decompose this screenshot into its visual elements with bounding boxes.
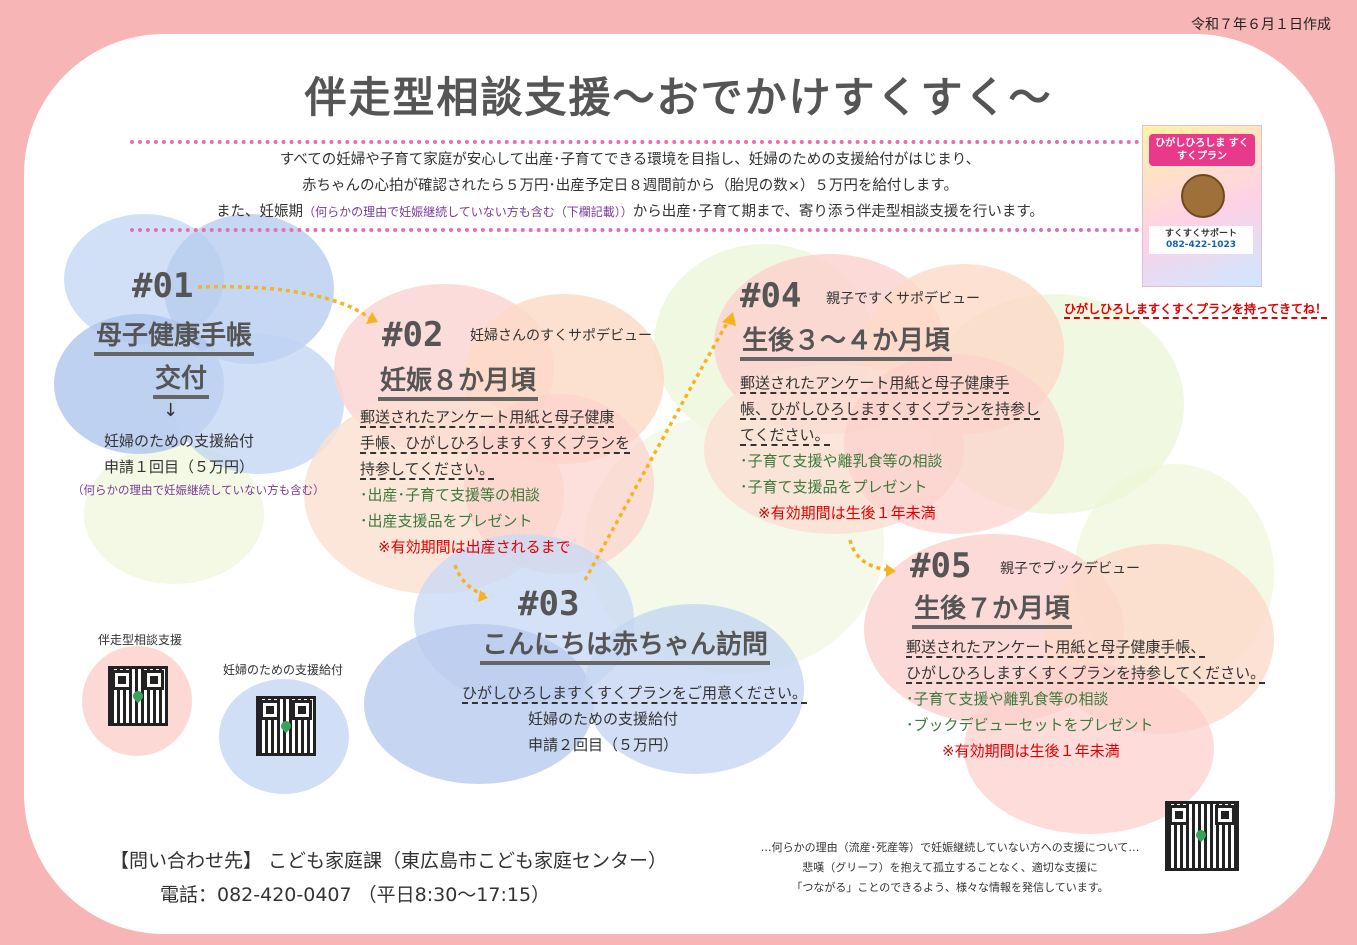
step3-body-1: ひがしひろしますくすくプランをご用意ください。 xyxy=(462,684,808,704)
step2-body-1: 郵送されたアンケート用紙と母子健康 xyxy=(360,408,615,428)
qr-code-grief[interactable] xyxy=(1165,801,1239,871)
step5-validity: ※有効期間は生後１年未満 xyxy=(942,742,1120,760)
step2-subtitle: 妊婦さんのすくサポデビュー xyxy=(470,328,652,344)
step5-body-2: ひがしひろしますくすくプランを持参してください。 xyxy=(906,664,1266,684)
heart-icon xyxy=(1193,827,1209,843)
booklet-note: ひがしひろしますくすくプランを持ってきてね！ xyxy=(1064,300,1328,319)
step3-body-1-wrap: ひがしひろしますくすくプランをご用意ください。 xyxy=(462,680,808,706)
step1-heading-2: 交付 xyxy=(153,358,210,399)
step5-heading: 生後７か月頃 xyxy=(912,588,1073,629)
contact-line-1: 【問い合わせ先】 こども家庭課（東広島市こども家庭センター） xyxy=(110,850,668,872)
qr-code-benefit[interactable] xyxy=(256,696,316,756)
step3-body-3: 申請２回目（５万円） xyxy=(528,736,679,754)
dotted-divider-bottom xyxy=(130,228,1140,232)
intro-line-3a: また、妊娠期 xyxy=(216,204,304,220)
step1-line-2: 申請１回目（５万円） xyxy=(104,458,255,476)
step2-body: 郵送されたアンケート用紙と母子健康 手帳、ひがしひろしますくすくプランを 持参し… xyxy=(360,404,631,560)
intro-line-1: すべての妊婦や子育て家庭が安心して出産･子育てできる環境を目指し、妊婦のための支… xyxy=(279,152,981,168)
step2-green-2: ･出産支援品をプレゼント xyxy=(360,512,533,530)
step3-number: #03 xyxy=(518,584,580,624)
step5-number: #05 xyxy=(910,546,972,586)
step5-green-1: ･子育て支援や離乳食等の相談 xyxy=(906,690,1109,708)
step1-heading-1: 母子健康手帳 xyxy=(94,315,255,356)
intro-text: すべての妊婦や子育て家庭が安心して出産･子育てできる環境を目指し、妊婦のための支… xyxy=(130,147,1130,225)
step4-body-1: 郵送されたアンケート用紙と母子健康手 xyxy=(740,374,1010,394)
step4-green-1: ･子育て支援や離乳食等の相談 xyxy=(740,452,943,470)
step1-line-1: 妊婦のための支援給付 xyxy=(104,432,255,450)
booklet-phone: 082-422-1023 xyxy=(1165,240,1237,250)
arrow-head xyxy=(478,590,488,602)
heart-icon xyxy=(278,718,294,734)
step3-heading: こんにちは赤ちゃん訪問 xyxy=(480,624,771,665)
step5-body: 郵送されたアンケート用紙と母子健康手帳、 ひがしひろしますくすくプランを持参して… xyxy=(906,634,1266,764)
qr-label-2: 妊婦のための支援給付 xyxy=(223,663,344,677)
step2-green-1: ･出産･子育て支援等の相談 xyxy=(360,486,541,504)
step4-green-2: ･子育て支援品をプレゼント xyxy=(740,478,928,496)
arrow-04-05 xyxy=(848,539,891,572)
step4-body: 郵送されたアンケート用紙と母子健康手 帳、ひがしひろしますくすくプランを持参し … xyxy=(740,370,1041,526)
dotted-divider-top xyxy=(130,140,1140,144)
blue-blob xyxy=(584,604,804,774)
grief-line-2: 悲嘆（グリーフ）を抱えて孤立することなく、適切な支援に xyxy=(802,861,1098,874)
step5-green-2: ･ブックデビューセットをプレゼント xyxy=(906,716,1154,734)
booklet-image: ひがしひろしま すくすくプラン すくすくサポート 082-422-1023 xyxy=(1142,125,1262,287)
step5-subtitle: 親子でブックデビュー xyxy=(1000,561,1140,577)
step4-validity: ※有効期間は生後１年未満 xyxy=(758,504,936,522)
arrow-03-04 xyxy=(583,317,732,581)
blue-blob xyxy=(364,624,594,784)
arrow-head xyxy=(366,312,378,324)
step1-down-arrow: ↓ xyxy=(163,400,179,421)
step2-validity: ※有効期間は出産されるまで xyxy=(378,538,571,556)
step1-line-3: （何らかの理由で妊娠継続していない方も含む） xyxy=(72,483,325,497)
intro-line-3c: から出産･子育て期まで、寄り添う伴走型相談支援を行います。 xyxy=(632,204,1044,220)
qr-label-1: 伴走型相談支援 xyxy=(98,633,183,647)
step1-number: #01 xyxy=(132,266,194,306)
intro-line-3: また、妊娠期（何らかの理由で妊娠継続していない方も含む（下欄記載））から出産･子… xyxy=(130,199,1130,225)
step2-number: #02 xyxy=(382,315,444,355)
booklet-title: ひがしひろしま すくすくプラン xyxy=(1149,134,1255,166)
white-panel xyxy=(24,34,1335,934)
arrow-head xyxy=(886,564,896,577)
contact-phone[interactable]: 電話：082-420-0407 （平日8:30～17:15） xyxy=(160,884,551,906)
step3-body-2: 妊婦のための支援給付 xyxy=(528,710,679,728)
qr-code-consultation[interactable] xyxy=(108,666,168,726)
step4-body-3: てください。 xyxy=(740,426,830,446)
grief-line-3: 「つながる」ことのできるよう、様々な情報を発信しています。 xyxy=(791,881,1109,894)
step4-number: #04 xyxy=(740,276,802,316)
intro-line-3b: （何らかの理由で妊娠継続していない方も含む（下欄記載）） xyxy=(303,205,633,219)
intro-line-2: 赤ちゃんの心拍が確認されたら５万円･出産予定日８週間前から（胎児の数×）５万円を… xyxy=(302,178,958,194)
pink-blob xyxy=(844,354,1064,534)
booklet-caption: すくすくサポート 082-422-1023 xyxy=(1149,226,1253,254)
booklet-caption-text: すくすくサポート xyxy=(1164,229,1237,239)
step5-body-1: 郵送されたアンケート用紙と母子健康手帳、 xyxy=(906,638,1206,658)
step2-body-3: 持参してください。 xyxy=(360,460,495,480)
grief-line-1: …何らかの理由（流産･死産等）で妊娠継続していない方への支援について… xyxy=(760,841,1140,854)
step4-subtitle: 親子ですくサポデビュー xyxy=(826,291,980,307)
creation-date: 令和７年６月１日作成 xyxy=(1191,17,1331,33)
arrow-head xyxy=(722,312,736,326)
page-title: 伴走型相談支援～おでかけすくすく～ xyxy=(304,73,1053,122)
heart-icon xyxy=(130,688,146,704)
step4-heading: 生後３～４か月頃 xyxy=(740,320,953,361)
step4-body-2: 帳、ひがしひろしますくすくプランを持参し xyxy=(740,400,1041,420)
step2-body-2: 手帳、ひがしひろしますくすくプランを xyxy=(360,434,631,454)
arrow-01-02 xyxy=(197,284,372,320)
mascot-icon xyxy=(1181,174,1225,218)
step2-heading: 妊娠８か月頃 xyxy=(378,360,539,401)
grief-support-text: …何らかの理由（流産･死産等）で妊娠継続していない方への支援について… 悲嘆（グ… xyxy=(740,838,1160,898)
